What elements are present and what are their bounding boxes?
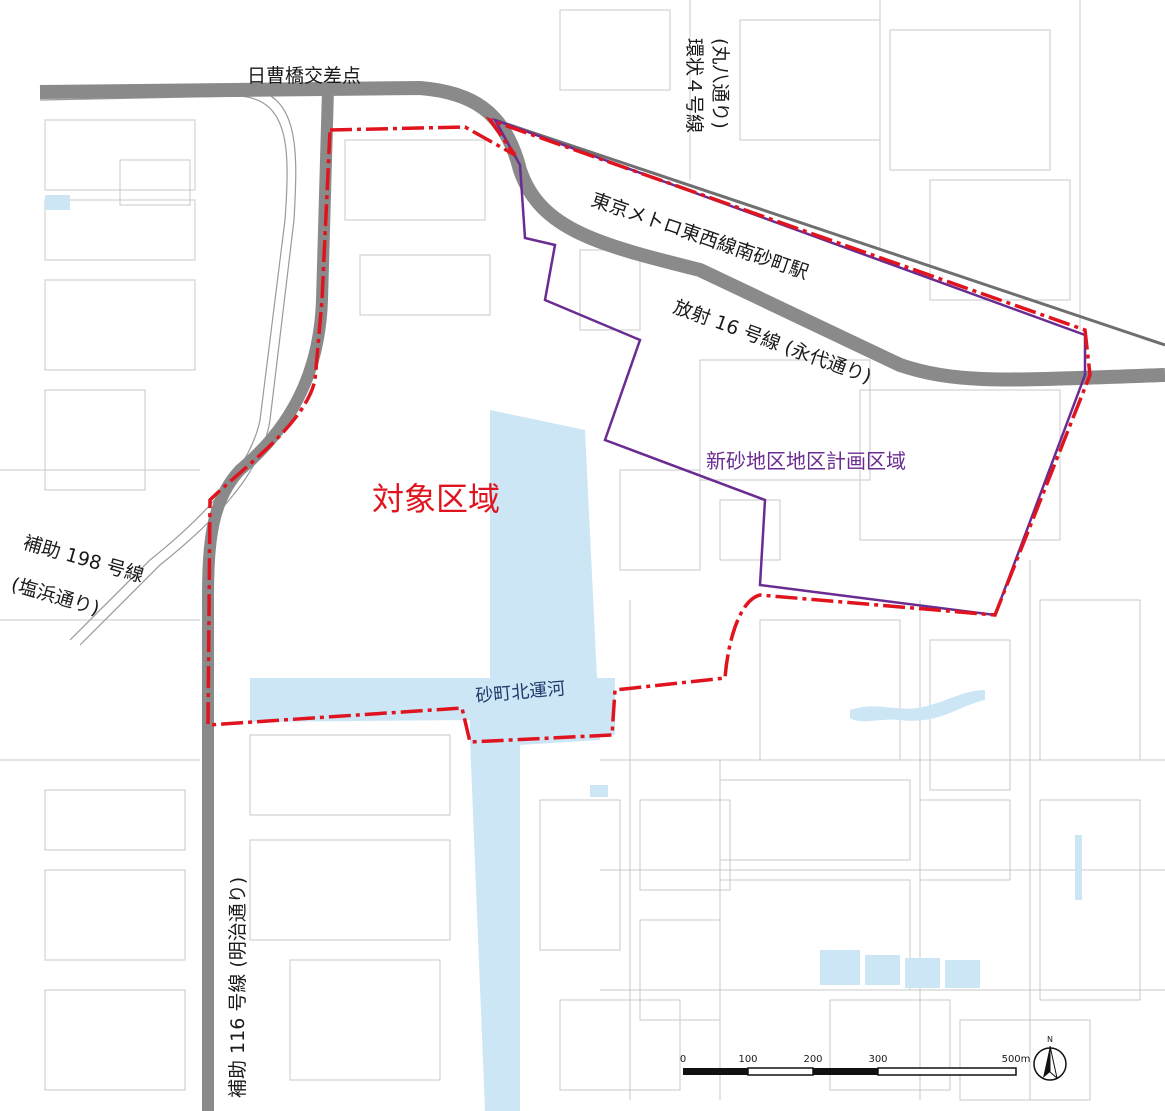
railway-lines <box>39 87 297 646</box>
district-plan-boundary <box>492 117 1087 617</box>
label-aux116: 補助 116 号線 (明治通り) <box>227 877 249 1098</box>
canal-vertical <box>470 410 600 1111</box>
label-target-area: 対象区域 <box>372 480 500 518</box>
label-ring4-b: (丸八通り) <box>709 38 731 129</box>
label-district-plan: 新砂地区地区計画区域 <box>706 449 906 473</box>
scale-tick-200: 200 <box>803 1054 822 1065</box>
north-arrow-icon: N <box>1033 1035 1067 1081</box>
north-label: N <box>1047 1035 1053 1044</box>
scale-tick-300: 300 <box>868 1054 887 1065</box>
scale-tick-100: 100 <box>738 1054 757 1065</box>
scale-tick-500m: 500m <box>1002 1054 1031 1065</box>
scale-tick-0: 0 <box>680 1054 686 1065</box>
label-ring4-a: 環状４号線 <box>683 38 705 133</box>
label-intersection: 日曹橋交差点 <box>247 65 361 87</box>
water-bodies <box>45 195 1082 1111</box>
target-area-boundary <box>206 116 1092 744</box>
canal-horizontal <box>250 678 615 745</box>
scale-bar: 0 100 200 300 500m <box>680 1054 1031 1076</box>
